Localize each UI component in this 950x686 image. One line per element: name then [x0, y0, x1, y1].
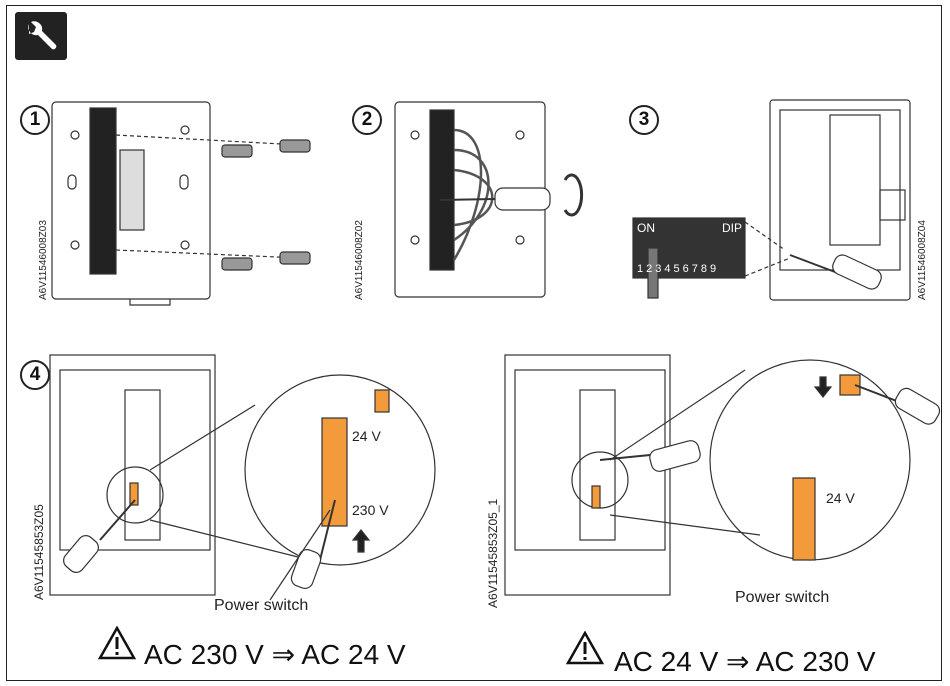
panel4-24v-label: 24 V [352, 428, 381, 444]
dip-on-label: ON [637, 221, 655, 235]
panel-5-device [504, 354, 941, 596]
panel5-24v-label: 24 V [826, 490, 855, 506]
panel-2-wiring [394, 101, 584, 298]
figure-code-4: A6V11545853Z05 [32, 504, 46, 600]
warning-24-to-230: AC 24 V ⇒ AC 230 V [614, 646, 876, 677]
step-2-badge: 2 [352, 105, 382, 135]
tool-badge [15, 12, 67, 60]
figure-code-5: A6V11545853Z05_1 [486, 498, 500, 608]
warning-icon [566, 631, 604, 665]
warning-icon [98, 626, 136, 660]
wrench-screwdriver-icon [28, 21, 57, 50]
step-1-badge: 1 [20, 105, 50, 135]
panel-3-dip-switch [632, 99, 911, 301]
panel4-230v-label: 230 V [352, 502, 389, 518]
warning-230-to-24: AC 230 V ⇒ AC 24 V [144, 639, 406, 670]
panel4-power-switch-label: Power switch [214, 597, 309, 614]
panel-1-base-plate [51, 101, 311, 306]
panel5-power-switch-label: Power switch [735, 589, 830, 606]
page-frame [6, 5, 942, 681]
figure-code-1: A6V11546008Z03 [38, 220, 49, 300]
step-4-badge: 4 [20, 360, 50, 390]
dip-label: DIP [722, 221, 743, 235]
step-3-badge: 3 [629, 105, 659, 135]
figure-code-3: A6V11546008Z04 [917, 220, 928, 300]
panel-4-device [49, 354, 436, 601]
figure-code-2: A6V11546008Z02 [354, 220, 365, 300]
dip-numbers: 123456789 [637, 263, 720, 275]
